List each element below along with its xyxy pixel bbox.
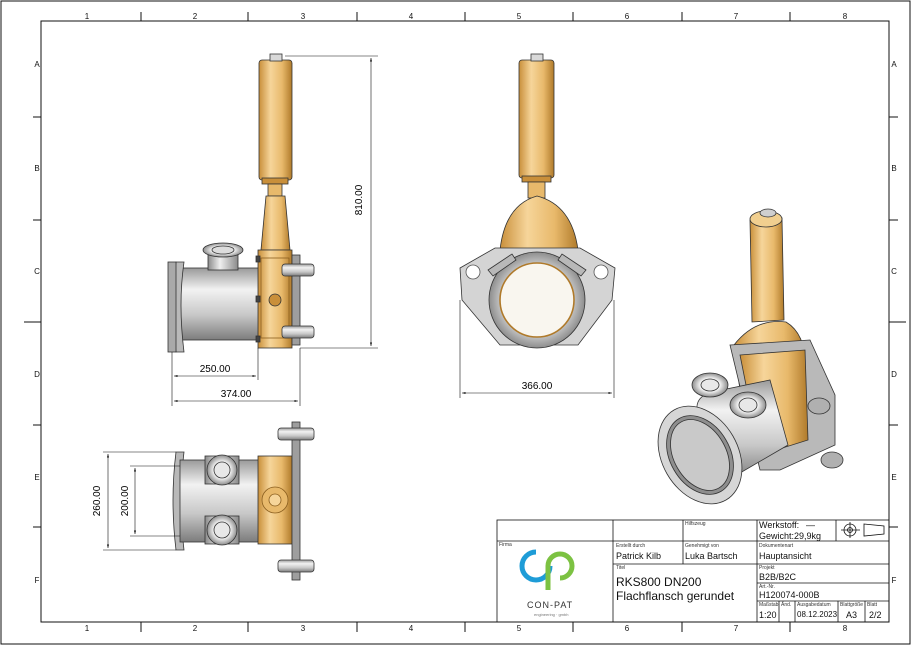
projekt-value: B2B/B2C xyxy=(759,572,797,582)
grid-col-label: 2 xyxy=(193,624,198,633)
front-view xyxy=(167,53,315,353)
grid-col-label: 3 xyxy=(301,12,306,21)
ausgabedatum-label: Ausgabedatum xyxy=(797,602,831,608)
massstab-label: Maßstab xyxy=(759,602,779,608)
dimension-label-374: 374.00 xyxy=(221,389,252,400)
gewicht-value: 29,9kg xyxy=(794,531,822,541)
grid-row-label: D xyxy=(891,370,897,379)
grid-col-label: 4 xyxy=(409,624,414,633)
grid-col-label: 7 xyxy=(734,12,739,21)
titel-line1: RKS800 DN200 xyxy=(616,575,702,589)
genehmigt-label: Genehmigt von xyxy=(685,543,719,549)
dimension-label-810: 810.00 xyxy=(354,184,365,215)
isometric-view xyxy=(657,208,844,505)
grid-col-label: 6 xyxy=(625,624,630,633)
genehmigt-value: Luka Bartsch xyxy=(685,551,738,561)
grid-col-label: 1 xyxy=(85,624,90,633)
grid-col-label: 4 xyxy=(409,12,414,21)
dimension-label-250: 250.00 xyxy=(200,364,231,375)
dimension-810 xyxy=(285,55,378,349)
titel-label: Titel xyxy=(616,565,626,571)
grid-row-label: E xyxy=(34,473,39,482)
grid-col-label: 5 xyxy=(517,624,522,633)
grid-col-label: 2 xyxy=(193,12,198,21)
blattgroesse-label: Blattgröße xyxy=(840,602,864,608)
aenderung-label: Änd. xyxy=(781,602,792,608)
top-view xyxy=(172,421,315,581)
grid-column-ticks xyxy=(24,12,906,632)
grid-row-label: B xyxy=(891,164,896,173)
con-pat-logo xyxy=(519,549,575,590)
side-view xyxy=(459,53,616,349)
grid-row-label: D xyxy=(34,370,40,379)
massstab-value: 1:20 xyxy=(759,610,777,620)
grid-col-label: 5 xyxy=(517,12,522,21)
titel-line2: Flachflansch gerundet xyxy=(616,589,735,603)
grid-row-label: E xyxy=(891,473,896,482)
grid-col-label: 3 xyxy=(301,624,306,633)
dimension-366 xyxy=(459,300,615,398)
projekt-label: Projekt xyxy=(759,565,775,571)
artnr-label: Art.-Nr. xyxy=(759,584,775,590)
dimension-label-260: 260.00 xyxy=(92,485,103,516)
grid-col-label: 8 xyxy=(843,624,848,633)
grid-row-label: C xyxy=(891,267,897,276)
artnr-value: H120074-000B xyxy=(759,590,820,600)
grid-row-label: C xyxy=(34,267,40,276)
logo-text: CON-PAT xyxy=(527,600,574,610)
grid-col-label: 6 xyxy=(625,12,630,21)
dimension-label-366: 366.00 xyxy=(522,381,553,392)
gewicht-label: Gewicht: xyxy=(759,531,795,541)
grid-row-label: A xyxy=(34,60,40,69)
grid-row-label: B xyxy=(34,164,39,173)
erstellt-value: Patrick Kilb xyxy=(616,551,662,561)
logo-subtext: engineering · gmbh xyxy=(534,612,569,617)
dokumentenart-value: Hauptansicht xyxy=(759,551,812,561)
werkstoff-value: — xyxy=(806,520,815,530)
grid-row-label: A xyxy=(891,60,897,69)
grid-col-label: 1 xyxy=(85,12,90,21)
erstellt-label: Erstellt durch xyxy=(616,543,646,549)
dimension-label-200: 200.00 xyxy=(120,485,131,516)
dokumentenart-label: Dokumentenart xyxy=(759,543,794,549)
grid-row-label: F xyxy=(892,576,897,585)
hilfszeug-label: Hilfszeug xyxy=(685,521,706,527)
grid-col-label: 8 xyxy=(843,12,848,21)
blatt-label: Blatt xyxy=(867,602,878,608)
title-block-frame xyxy=(496,519,890,623)
werkstoff-label: Werkstoff: xyxy=(759,520,800,530)
blatt-value: 2/2 xyxy=(869,610,882,620)
grid-col-label: 7 xyxy=(734,624,739,633)
grid-row-label: F xyxy=(35,576,40,585)
dimension-250-374 xyxy=(171,348,301,406)
ausgabedatum-value: 08.12.2023 xyxy=(797,610,838,619)
projection-symbol-icon xyxy=(841,522,885,538)
firma-label: Firma xyxy=(499,542,512,548)
dimension-260-200 xyxy=(103,451,180,551)
blattgroesse-value: A3 xyxy=(846,610,858,620)
